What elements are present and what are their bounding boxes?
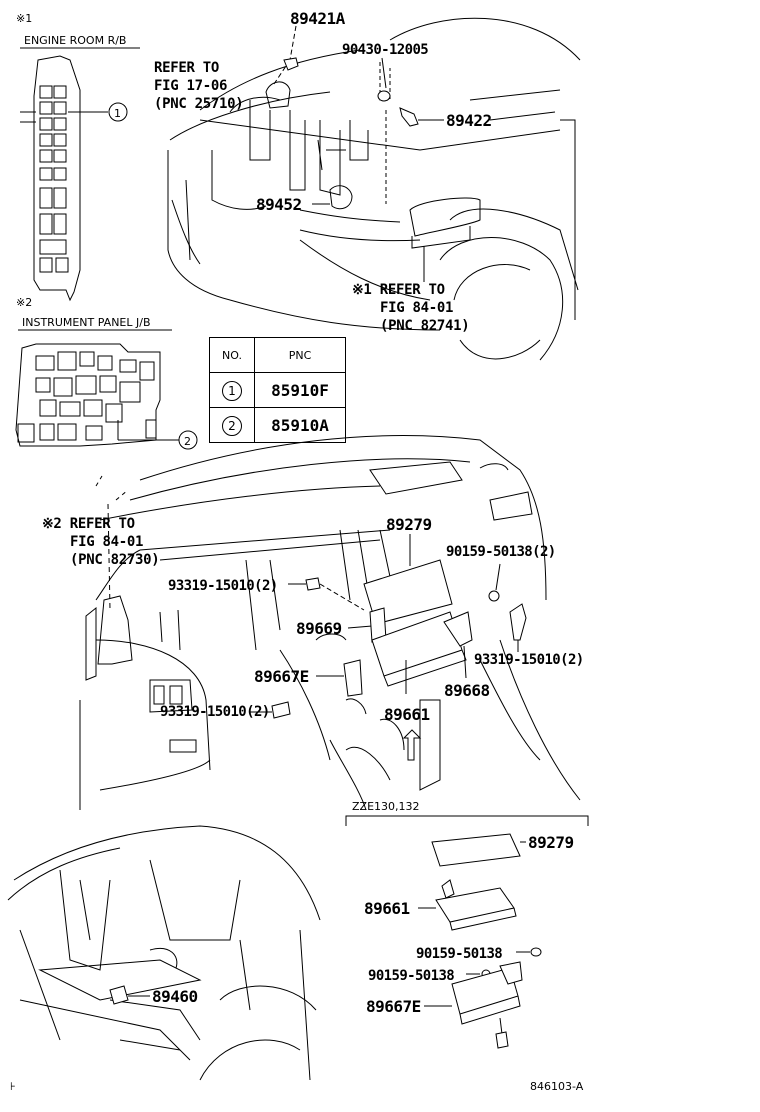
variant-label-90159-50138-b: 90159-50138 xyxy=(368,968,454,984)
refer-fig17-line2: FIG 17-06 xyxy=(154,78,227,94)
refer-fig17-line3: (PNC 25710) xyxy=(154,96,243,112)
footer-left-mark: ⊦ xyxy=(10,1080,16,1093)
label-89667e: 89667E xyxy=(254,667,309,686)
label-89460: 89460 xyxy=(152,987,198,1006)
instrument-panel-junction-block: ※2 INSTRUMENT PANEL J/B 2 xyxy=(15,296,198,450)
pnc-table-row: 1 85910F xyxy=(209,372,346,408)
label-93319-15010-2-b: 93319-15010(2) xyxy=(474,652,584,668)
pnc-table: NO. PNC 1 85910F 2 85910A xyxy=(209,337,346,443)
dashboard-labels: ※2 REFER TO FIG 84-01 (PNC 82730) 89279 … xyxy=(42,515,584,724)
pnc-row-no-circle: 1 xyxy=(222,380,242,401)
pnc-table-row: 2 85910A xyxy=(209,407,346,443)
variant-inset: ZZE130,132 89279 89661 90159-50138 90159… xyxy=(345,800,589,1049)
pnc-row-no-circle: 2 xyxy=(222,415,242,436)
label-89661: 89661 xyxy=(384,705,430,724)
variant-label-89279: 89279 xyxy=(528,833,574,852)
refer-fig84b-line1: ※2 REFER TO xyxy=(42,516,135,532)
label-89421a: 89421A xyxy=(290,9,346,28)
rear-body-illustration xyxy=(7,825,321,1081)
refer-fig84a-line3: (PNC 82741) xyxy=(380,318,469,334)
pnc-row-value: 85910F xyxy=(254,372,346,408)
label-89669: 89669 xyxy=(296,619,342,638)
engine-room-callout: 1 xyxy=(114,107,121,120)
label-93319-15010-2-a: 93319-15010(2) xyxy=(168,578,278,594)
pnc-row-no: 2 xyxy=(209,407,255,443)
label-93319-15010-2-c: 93319-15010(2) xyxy=(160,704,270,720)
refer-fig84a-line2: FIG 84-01 xyxy=(380,300,453,316)
label-89452: 89452 xyxy=(256,195,302,214)
label-89422: 89422 xyxy=(446,111,492,130)
variant-label-90159-50138-a: 90159-50138 xyxy=(416,946,502,962)
refer-fig84b-line2: FIG 84-01 xyxy=(70,534,143,550)
engine-room-title: ENGINE ROOM R/B xyxy=(24,34,126,47)
variant-title: ZZE130,132 xyxy=(352,800,420,813)
figure-code: 846103-A xyxy=(530,1080,584,1093)
label-89279: 89279 xyxy=(386,515,432,534)
refer-fig84a-line1: ※1 REFER TO xyxy=(352,282,445,298)
engine-room-mark: ※1 xyxy=(16,12,32,25)
instrument-panel-mark: ※2 xyxy=(16,296,32,309)
pnc-row-value: 85910A xyxy=(254,407,346,443)
pnc-table-header: NO. PNC xyxy=(209,337,346,373)
dashboard-illustration xyxy=(79,435,581,811)
instrument-panel-callout: 2 xyxy=(184,435,191,448)
pnc-table-header-pnc: PNC xyxy=(254,337,346,373)
pnc-table-header-no: NO. xyxy=(209,337,255,373)
engine-bay-illustration xyxy=(167,17,581,361)
label-90159-50138-2: 90159-50138(2) xyxy=(446,544,556,560)
refer-fig84b-line3: (PNC 82730) xyxy=(70,552,159,568)
variant-label-89661: 89661 xyxy=(364,899,410,918)
instrument-panel-title: INSTRUMENT PANEL J/B xyxy=(22,316,151,329)
label-90430-12005: 90430-12005 xyxy=(342,42,428,58)
refer-fig17-line1: REFER TO xyxy=(154,60,219,76)
engine-room-relay-block: ※1 ENGINE ROOM R/B 1 xyxy=(16,12,140,302)
rear-labels: 89460 xyxy=(109,985,198,1006)
variant-label-89667e: 89667E xyxy=(366,997,421,1016)
pnc-row-no: 1 xyxy=(209,372,255,408)
engine-bay-labels: 89421A REFER TO FIG 17-06 (PNC 25710) 90… xyxy=(154,9,492,334)
label-89668: 89668 xyxy=(444,681,490,700)
